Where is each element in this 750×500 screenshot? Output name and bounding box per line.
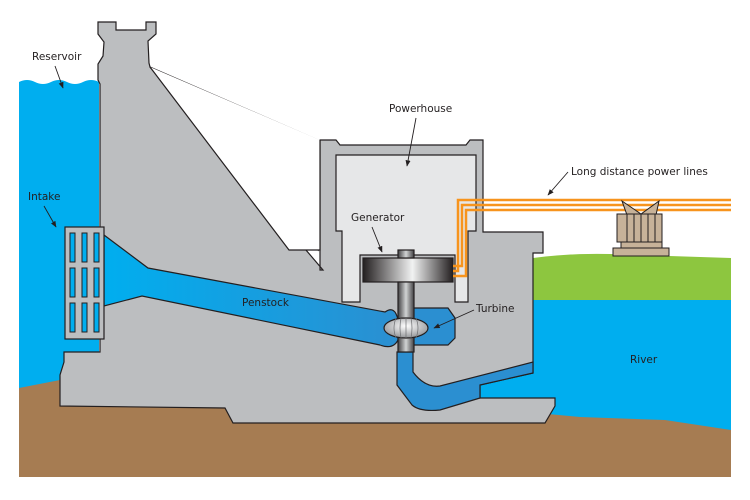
svg-text:River: River	[630, 354, 658, 366]
label-powerhouse: Powerhouse	[389, 103, 452, 167]
label-intake: Intake	[28, 191, 60, 228]
powerhouse-interior	[335, 154, 477, 303]
svg-text:Intake: Intake	[28, 191, 60, 203]
svg-text:Reservoir: Reservoir	[32, 51, 82, 63]
svg-text:Powerhouse: Powerhouse	[389, 103, 452, 115]
label-river: River	[630, 354, 658, 366]
turbine	[383, 317, 429, 339]
label-turbine: Turbine	[433, 303, 515, 329]
svg-text:Turbine: Turbine	[475, 303, 515, 315]
svg-text:Penstock: Penstock	[242, 297, 290, 309]
label-power-lines: Long distance power lines	[547, 166, 708, 196]
svg-text:Long distance power lines: Long distance power lines	[571, 166, 708, 178]
generator	[362, 249, 454, 283]
svg-text:Generator: Generator	[351, 212, 405, 224]
intake-gate-slots	[69, 232, 100, 333]
draft-tube	[396, 351, 534, 412]
grass-bank	[533, 253, 731, 300]
dam-downstream-face	[149, 66, 321, 251]
intake-gate	[64, 226, 105, 340]
turbine-shaft	[397, 281, 415, 353]
label-penstock: Penstock	[242, 297, 290, 309]
transformer	[612, 199, 670, 257]
ground	[19, 380, 731, 477]
power-lines	[453, 198, 731, 278]
label-generator: Generator	[351, 212, 405, 253]
label-reservoir: Reservoir	[32, 51, 82, 89]
